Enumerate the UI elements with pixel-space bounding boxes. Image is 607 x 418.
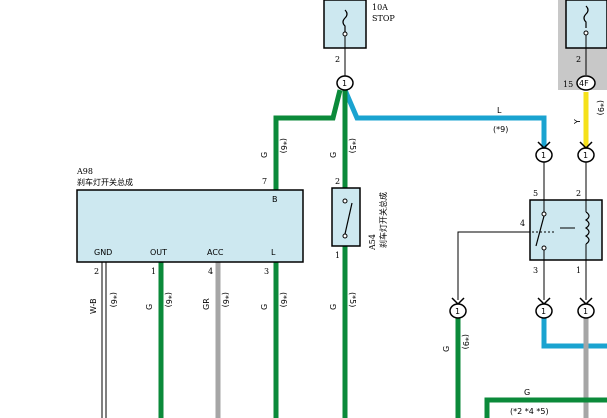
- relay-out-wire-color: G: [442, 346, 451, 352]
- svg-text:1: 1: [541, 307, 546, 316]
- a98-pin-out-num: 1: [151, 267, 156, 276]
- out-wire-color: G: [145, 304, 154, 310]
- relay-out-wire-note: (*9): [461, 334, 470, 349]
- a54-pin-bottom: 1: [335, 251, 340, 260]
- wire-green-bottom: [484, 397, 607, 418]
- a54-bottom-wire-note: (*5): [348, 292, 357, 307]
- relay-contact-icon: [535, 215, 545, 247]
- wire-l-note: (*9): [493, 125, 508, 134]
- l-wire-color: G: [260, 304, 269, 310]
- gnd-wire-note: (*6): [109, 292, 118, 307]
- relay-pin-1: 1: [576, 266, 581, 275]
- relay-pin-5: 5: [533, 189, 538, 198]
- acc-wire-note: (*6): [221, 292, 230, 307]
- wire-green-a98-top: [273, 89, 343, 192]
- out-wire-note: (*6): [164, 292, 173, 307]
- a54-id: A54: [368, 234, 377, 251]
- node-4f-label: 4F: [579, 79, 589, 88]
- switch-icon: [344, 202, 353, 235]
- l-wire-note: (*6): [279, 292, 288, 307]
- a98-pin-acc-label: ACC: [207, 248, 224, 257]
- node-4f: [576, 75, 596, 91]
- wire-y-note: (*9): [596, 100, 605, 115]
- connector-relay-out: 1: [449, 297, 467, 319]
- a98-pin-l-num: 3: [264, 267, 269, 276]
- a54-name: 刹车灯开关总成: [378, 192, 388, 248]
- a98-pin-top-label: B: [272, 195, 278, 204]
- connector-y-top: 1: [577, 147, 595, 163]
- a98-pin-acc-num: 4: [208, 267, 213, 276]
- fuse-pin: 2: [335, 55, 340, 64]
- connector-relay-3: 1: [535, 297, 553, 319]
- fuse-rating: 10A: [372, 3, 388, 12]
- a98-id: A98: [76, 167, 93, 176]
- node-fuse: [336, 75, 354, 91]
- connector-l-top: 1: [535, 147, 553, 163]
- a98-box: [76, 189, 304, 263]
- a54-top-wire-note: (*5): [348, 138, 357, 153]
- chevron-l-top: [537, 141, 551, 150]
- chevron-y-top: [579, 141, 593, 150]
- a98-name: 刹车灯开关总成: [77, 177, 133, 187]
- bottom-wire-note: (*2 *4 *5): [510, 407, 549, 416]
- a54-pin-top: 2: [335, 177, 340, 186]
- svg-text:1: 1: [583, 151, 588, 160]
- svg-text:1: 1: [541, 151, 546, 160]
- a98-top-wire-note: (*6): [279, 138, 288, 153]
- relay-box: [529, 199, 603, 261]
- a54-top-wire-color: G: [329, 152, 338, 158]
- svg-text:1: 1: [583, 307, 588, 316]
- acc-wire-color: GR: [202, 298, 211, 310]
- wire-l-color: L: [497, 106, 502, 115]
- right-pin: 2: [576, 55, 581, 64]
- right-conn-pin: 15: [563, 80, 573, 89]
- a54-bottom-wire-color: G: [329, 304, 338, 310]
- gnd-wire-color: W-B: [89, 298, 98, 314]
- bottom-wire-color: G: [524, 388, 530, 397]
- relay-pin-4: 4: [520, 219, 525, 228]
- a98-pin-l-label: L: [271, 248, 276, 257]
- a98-pin-gnd-label: GND: [94, 248, 112, 257]
- fuse-name: STOP: [372, 14, 395, 23]
- a98-top-wire-color: G: [260, 152, 269, 158]
- fuse-icon-right: [583, 5, 589, 28]
- node-fuse-label: 1: [342, 79, 347, 88]
- wire-blue-l: [342, 89, 547, 148]
- connector-relay-1: 1: [577, 297, 595, 319]
- a98-pin-gnd-num: 2: [94, 267, 99, 276]
- relay-pin-2: 2: [576, 189, 581, 198]
- svg-text:1: 1: [455, 307, 460, 316]
- relay-pin-3: 3: [533, 266, 538, 275]
- wire-y-color: Y: [573, 119, 582, 125]
- fuse-icon: [342, 9, 348, 32]
- relay-coil-icon: [584, 211, 590, 245]
- wire-blue-bottom: [541, 318, 607, 349]
- a98-pin-out-label: OUT: [150, 248, 167, 257]
- a98-pin-top: 7: [262, 177, 267, 186]
